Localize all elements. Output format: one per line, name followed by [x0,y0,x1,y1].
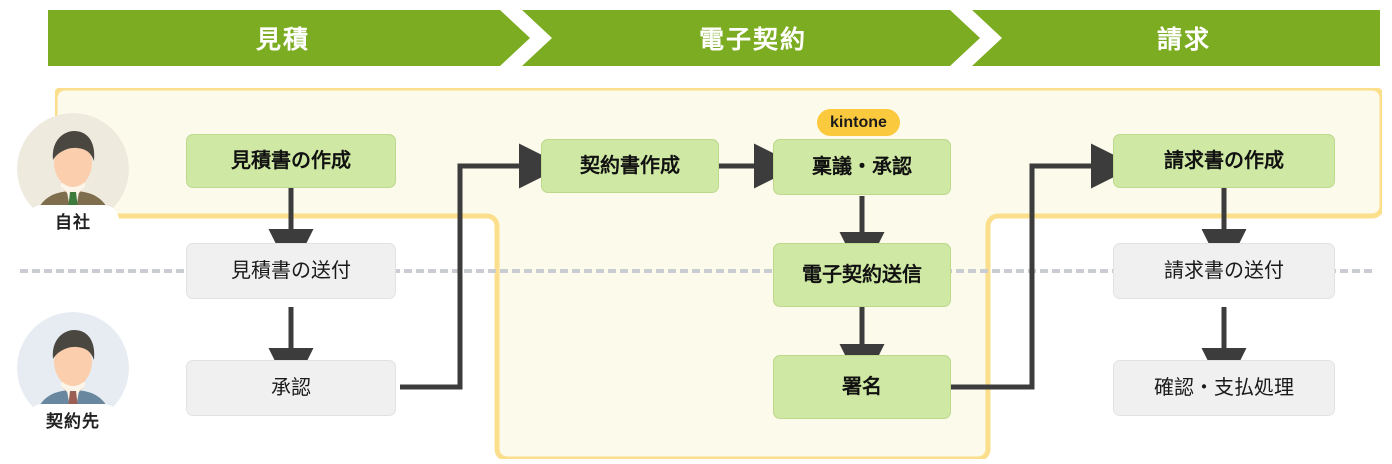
arrow-sign-to-invoice-create [951,143,1136,390]
phase-label-billing: 請求 [1156,26,1211,54]
phase-bar-shapes [48,10,1380,66]
node-label: 確認・支払処理 [1154,377,1294,399]
kintone-badge-label: kintone [830,113,887,131]
node-label: 見積書の作成 [231,150,351,172]
arrow-approve-to-contract-create [400,143,564,390]
node-label: 稟議・承認 [812,156,912,178]
node-label: 電子契約送信 [802,264,922,286]
node-contract-create[interactable]: 契約書作成 [541,139,719,193]
phase-header-bar: 見積 電子契約 請求 [48,10,1380,66]
node-label: 見積書の送付 [231,260,351,282]
node-label: 請求書の作成 [1164,150,1284,172]
node-quote-approve[interactable]: 承認 [186,360,396,416]
lane-divider-dashed [20,269,1372,273]
node-label: 署名 [842,376,882,398]
kintone-badge: kintone [817,109,900,136]
avatar-label-own-company: 自社 [27,205,119,235]
avatar-label-counterparty: 契約先 [27,404,119,434]
node-invoice-pay[interactable]: 確認・支払処理 [1113,360,1335,416]
node-contract-sign[interactable]: 署名 [773,355,951,419]
node-label: 請求書の送付 [1164,260,1284,282]
node-contract-ringi[interactable]: 稟議・承認 [773,139,951,195]
phase-segment-econtract: 電子契約 [538,10,968,66]
avatar-own-company: 自社 [8,113,138,253]
node-label: 承認 [271,377,311,399]
phase-segment-billing: 請求 [988,10,1380,66]
node-label: 契約書作成 [580,155,680,177]
node-invoice-send[interactable]: 請求書の送付 [1113,243,1335,299]
node-quote-create[interactable]: 見積書の作成 [186,134,396,188]
phase-label-estimate: 見積 [255,26,310,54]
node-quote-send[interactable]: 見積書の送付 [186,243,396,299]
phase-segment-estimate: 見積 [48,10,518,66]
node-invoice-create[interactable]: 請求書の作成 [1113,134,1335,188]
node-contract-send[interactable]: 電子契約送信 [773,243,951,307]
avatar-counterparty: 契約先 [8,312,138,452]
phase-label-econtract: 電子契約 [698,26,807,54]
